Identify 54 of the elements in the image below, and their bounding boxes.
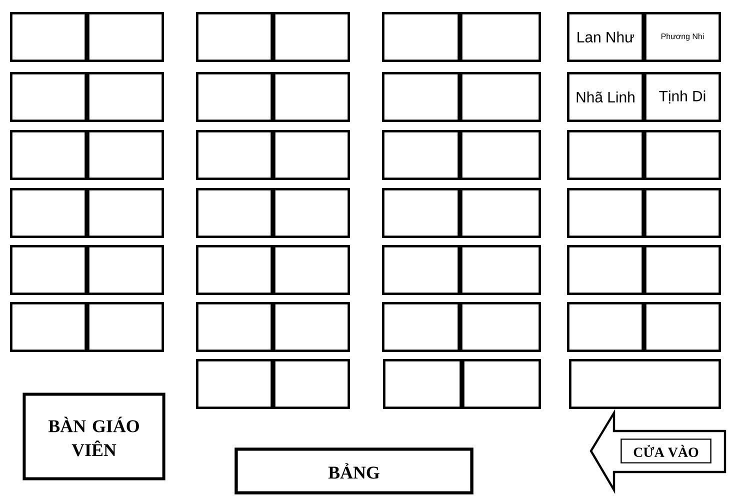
- empty-seat: [383, 359, 462, 409]
- empty-seat: [273, 188, 350, 238]
- empty-seat: [10, 12, 87, 62]
- empty-seat: [460, 302, 541, 352]
- empty-seat: [196, 245, 273, 295]
- empty-seat: [10, 302, 87, 352]
- empty-seat: [196, 302, 273, 352]
- empty-seat: [196, 188, 273, 238]
- empty-seat: [273, 359, 350, 409]
- empty-seat: [567, 245, 644, 295]
- empty-seat: [462, 359, 541, 409]
- empty-seat: [196, 12, 273, 62]
- empty-seat: [569, 359, 721, 409]
- empty-seat: [460, 245, 541, 295]
- empty-seat: [460, 188, 541, 238]
- empty-seat: [567, 188, 644, 238]
- empty-seat: [382, 130, 460, 180]
- empty-seat: [382, 302, 460, 352]
- empty-seat: [273, 245, 350, 295]
- student-seat: Tịnh Di: [644, 72, 721, 122]
- empty-seat: [10, 72, 87, 122]
- student-seat: Lan Như: [567, 12, 644, 62]
- empty-seat: [460, 130, 541, 180]
- empty-seat: [10, 130, 87, 180]
- empty-seat: [196, 130, 273, 180]
- student-seat: Nhã Linh: [567, 72, 644, 122]
- empty-seat: [87, 188, 164, 238]
- empty-seat: [273, 12, 350, 62]
- empty-seat: [460, 72, 541, 122]
- empty-seat: [567, 130, 644, 180]
- empty-seat: [87, 302, 164, 352]
- empty-seat: [10, 245, 87, 295]
- empty-seat: [567, 302, 644, 352]
- empty-seat: [644, 130, 721, 180]
- empty-seat: [644, 188, 721, 238]
- empty-seat: [87, 72, 164, 122]
- empty-seat: [273, 72, 350, 122]
- empty-seat: [382, 12, 460, 62]
- empty-seat: [196, 359, 273, 409]
- empty-seat: [10, 188, 87, 238]
- board: BẢNG: [234, 448, 474, 494]
- empty-seat: [382, 188, 460, 238]
- empty-seat: [644, 302, 721, 352]
- empty-seat: [460, 12, 541, 62]
- empty-seat: [196, 72, 273, 122]
- empty-seat: [87, 245, 164, 295]
- empty-seat: [273, 302, 350, 352]
- empty-seat: [382, 72, 460, 122]
- teacher-desk: BÀN GIÁO VIÊN: [22, 392, 166, 480]
- empty-seat: [273, 130, 350, 180]
- empty-seat: [87, 130, 164, 180]
- empty-seat: [87, 12, 164, 62]
- empty-seat: [382, 245, 460, 295]
- empty-seat: [644, 245, 721, 295]
